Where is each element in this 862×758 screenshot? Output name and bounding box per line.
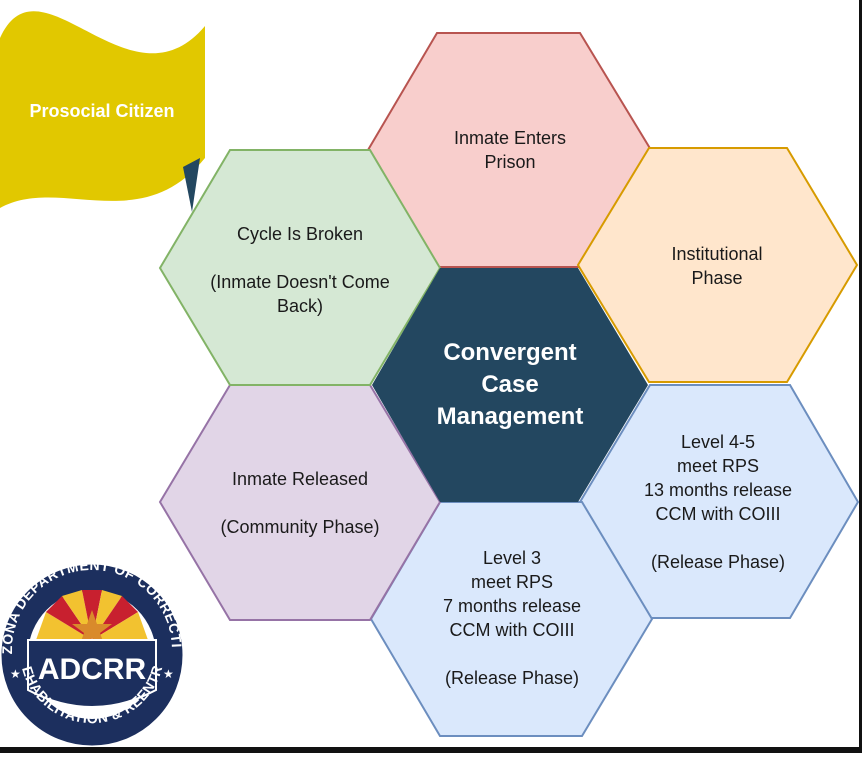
hexagon-label-line: (Release Phase) [445,668,579,688]
frame-border-right [859,0,862,753]
hexagon-label-line: Prison [484,152,535,172]
arrow-green-to-banner [183,158,200,212]
hexagon-label-line: (Inmate Doesn't Come [210,272,390,292]
banner-shape [0,11,205,209]
prosocial-citizen-banner: Prosocial Citizen [0,11,205,209]
logo-shield-shape [27,639,157,708]
hexagon-label-line: Cycle Is Broken [237,224,363,244]
hexagon-label-line: Inmate Released [232,469,368,489]
hexagon-inmate-released: Inmate Released (Community Phase) [158,384,442,621]
star-icon [72,610,112,647]
hexagon-institutional-shape [576,147,859,383]
hexagon-label-line: Inmate Enters [454,128,566,148]
hexagon-label-line: CCM with COIII [449,620,574,640]
hexagon-cycle-broken-shape [158,149,442,386]
hexagon-inmate-released-label: Inmate Released (Community Phase) [220,469,379,537]
hexagon-center-shape [372,268,648,502]
hexagon-label-line: Back) [277,296,323,316]
banner-label: Prosocial Citizen [29,101,174,121]
logo-star-right: ★ [163,667,174,681]
logo-main-text: ADCRR [38,653,147,686]
frame-border-bottom [0,747,862,753]
hexagon-label-line: Institutional [671,244,762,264]
hexagon-label-line: (Community Phase) [220,517,379,537]
center-label-line: Management [437,403,584,430]
logo-star-left: ★ [10,667,21,681]
center-label-line: Case [481,371,538,398]
hexagon-label-line: Phase [691,268,742,288]
hexagon-label-line: meet RPS [471,572,553,592]
hexagon-label-line: (Release Phase) [651,552,785,572]
hexagon-label-line: CCM with COIII [655,504,780,524]
hexagon-label-line: 7 months release [443,596,581,616]
hexagon-label-line: 13 months release [644,480,792,500]
hexagon-label-line: Level 3 [483,548,541,568]
hexagon-label-line: meet RPS [677,456,759,476]
hexagon-label-line: Level 4-5 [681,432,755,452]
center-label-line: Convergent [443,339,576,366]
